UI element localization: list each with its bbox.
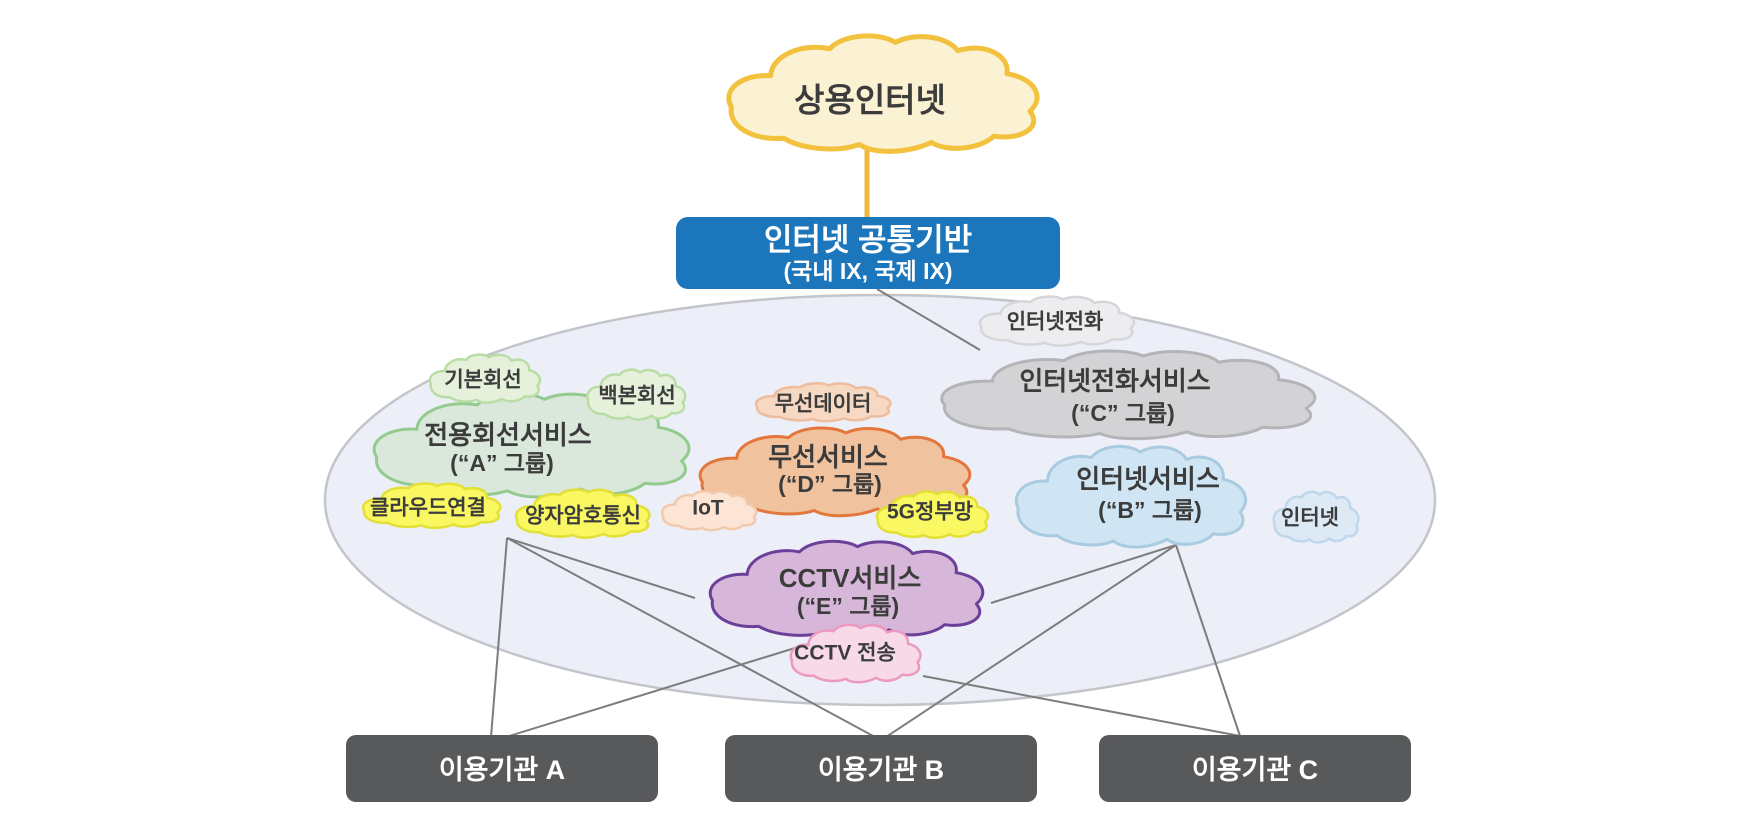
group-dedicated-line: 기본회선 백본회선 전용회선서비스 (“A” 그룹) 클라우드연결 양자암호통신 (362, 353, 689, 539)
voip-small-label: 인터넷전화 (1007, 311, 1104, 334)
backbone-line-label: 백본회선 (598, 385, 675, 408)
user-org-c-box (1099, 735, 1411, 802)
hub: 인터넷 공통기반 (국내 IX, 국제 IX) (676, 217, 1060, 289)
internet-service-label: 인터넷서비스 (1076, 464, 1220, 494)
hub-title: 인터넷 공통기반 (764, 223, 972, 258)
user-org-b-label: 이용기관 B (818, 755, 944, 785)
gov-5g-label: 5G정부망 (887, 501, 973, 524)
user-organizations: 이용기관 A 이용기관 B 이용기관 C (346, 735, 1411, 802)
voip-sublabel: (“C” 그룹) (1071, 400, 1175, 426)
link-groupA-to-orgB (506, 537, 876, 738)
group-cctv: CCTV서비스 (“E” 그룹) CCTV 전송 (710, 541, 983, 684)
link-groupB-to-cctv (990, 544, 1177, 604)
commercial-internet-label: 상용인터넷 (794, 82, 946, 119)
connection-lines (490, 288, 1241, 738)
link-groupA-to-cctv (506, 537, 696, 599)
link-cctv-to-orgC (922, 675, 1241, 737)
link-groupB-to-orgB (885, 544, 1177, 738)
user-org-b-box (725, 735, 1037, 802)
link-groupB-to-orgC (1175, 544, 1241, 737)
cctv-label: CCTV서비스 (779, 563, 922, 593)
wireless-sublabel: (“D” 그룹) (778, 471, 882, 497)
user-org-a-box (346, 735, 658, 802)
wireless-data-label: 무선데이터 (775, 393, 872, 416)
link-hub-to-voip-cloud (876, 288, 981, 351)
internet-small-label: 인터넷 (1281, 507, 1339, 530)
commercial-internet: 상용인터넷 (729, 36, 1037, 151)
dedicated-line-label: 전용회선서비스 (424, 420, 592, 450)
group-voip: 인터넷전화 인터넷전화서비스 (“C” 그룹) (942, 295, 1315, 439)
user-org-a-label: 이용기관 A (439, 755, 565, 785)
wireless-label: 무선서비스 (768, 442, 888, 472)
basic-line-label: 기본회선 (444, 369, 521, 392)
link-cctv-to-orgA (505, 647, 796, 738)
cloud-connect-label: 클라우드연결 (370, 497, 486, 520)
iot-label: IoT (692, 497, 724, 520)
link-groupA-to-orgA (490, 537, 508, 738)
internet-service-sublabel: (“B” 그룹) (1098, 497, 1202, 523)
quantum-crypto-label: 양자암호통신 (525, 505, 641, 528)
hub-subtitle: (국내 IX, 국제 IX) (784, 258, 953, 284)
dedicated-line-sublabel: (“A” 그룹) (450, 450, 554, 476)
user-org-c-label: 이용기관 C (1192, 755, 1318, 785)
voip-label: 인터넷전화서비스 (1019, 366, 1210, 396)
group-internet: 인터넷서비스 (“B” 그룹) 인터넷 (1014, 444, 1359, 549)
cctv-transfer-label: CCTV 전송 (794, 642, 896, 665)
cctv-sublabel: (“E” 그룹) (797, 593, 899, 619)
hub-box (676, 217, 1060, 289)
group-wireless: 무선데이터 무선서비스 (“D” 그룹) IoT 5G정부망 (661, 382, 989, 539)
